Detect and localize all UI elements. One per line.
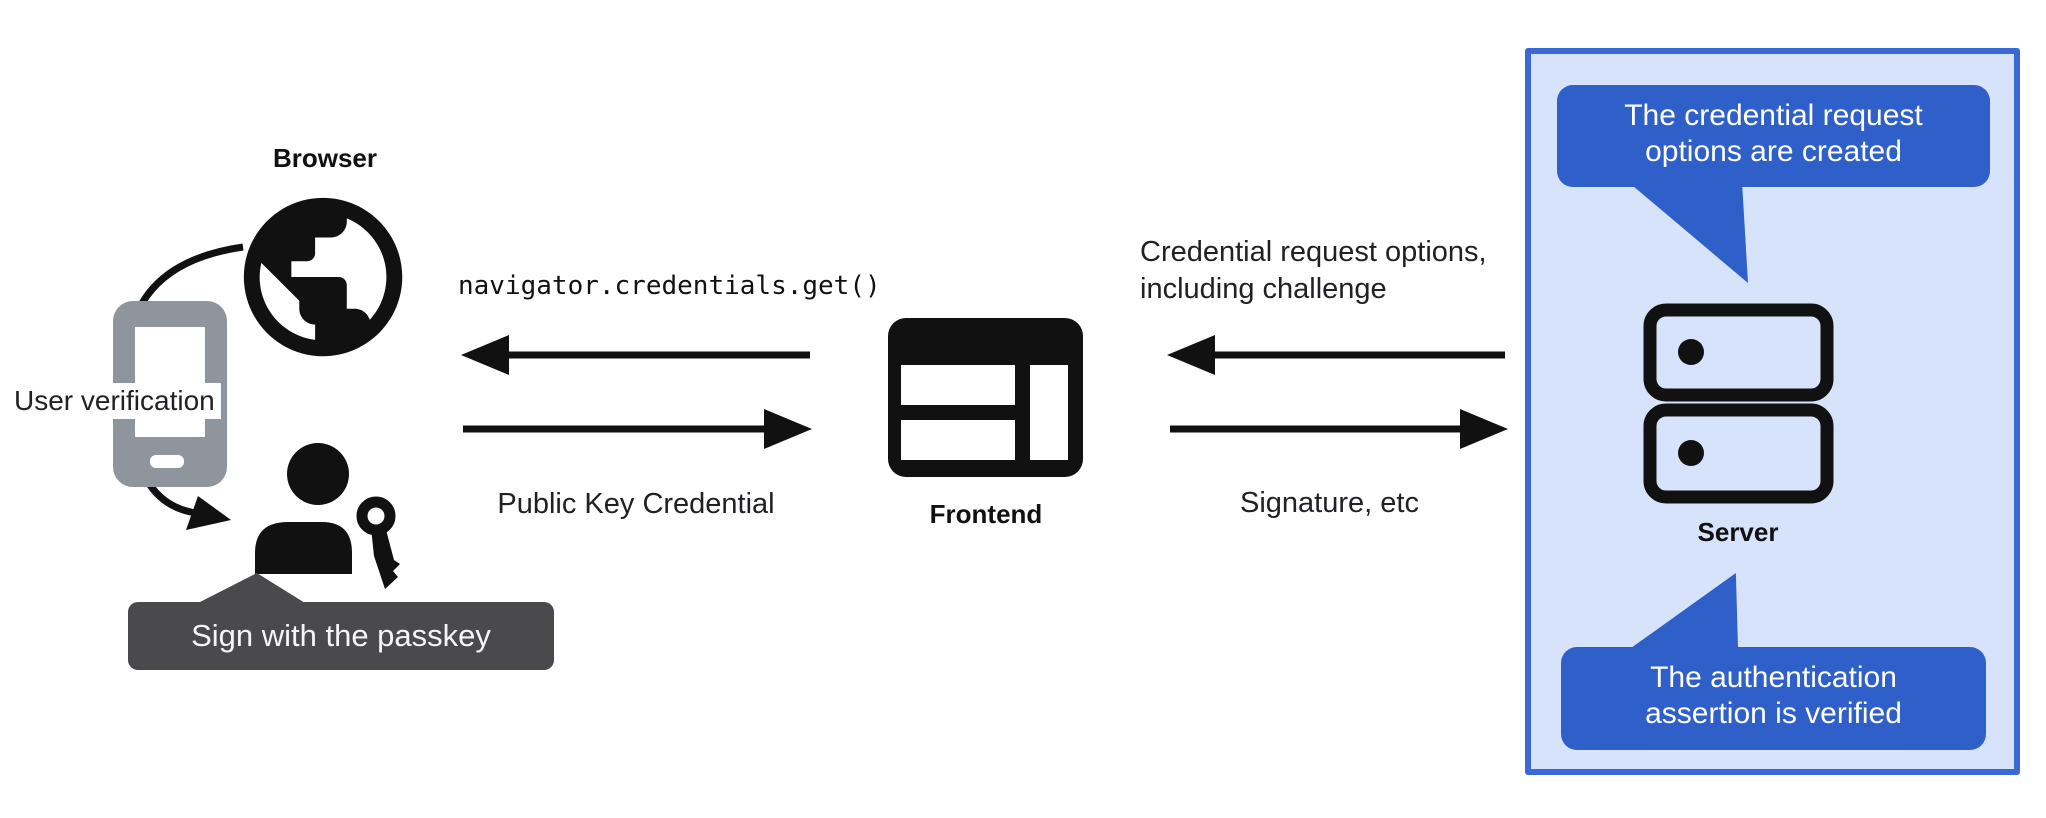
person-with-key-icon bbox=[255, 443, 400, 589]
arrow-frontend-to-browser bbox=[461, 335, 810, 375]
arrow-phone-to-user bbox=[129, 436, 231, 530]
user-verification-label: User verification bbox=[14, 383, 221, 419]
arrow-browser-to-phone bbox=[114, 243, 244, 370]
browser-window-icon bbox=[888, 318, 1083, 477]
credential-request-options-line2: including challenge bbox=[1140, 273, 1387, 305]
bubble-top-line2: options are created bbox=[1645, 135, 1902, 168]
credentials-get-code-label: navigator.credentials.get() bbox=[458, 271, 881, 301]
frontend-label: Frontend bbox=[929, 499, 1043, 529]
server-label: Server bbox=[1697, 517, 1779, 547]
arrow-server-to-frontend bbox=[1167, 335, 1505, 375]
bubble-assertion-verified: The authentication assertion is verified bbox=[1561, 647, 1986, 750]
credential-request-options-label: Credential request options, including ch… bbox=[1140, 234, 1487, 308]
bubble-bottom-line1: The authentication bbox=[1650, 661, 1897, 694]
bubble-bottom-line2: assertion is verified bbox=[1645, 697, 1902, 730]
bubble-credential-request-created: The credential request options are creat… bbox=[1557, 85, 1990, 187]
arrow-browser-to-frontend bbox=[463, 409, 812, 449]
bubble-top-line1: The credential request bbox=[1624, 99, 1923, 132]
public-key-credential-label: Public Key Credential bbox=[497, 488, 775, 520]
browser-label: Browser bbox=[272, 143, 378, 173]
globe-icon bbox=[243, 197, 403, 357]
passkey-tooltip: Sign with the passkey bbox=[128, 602, 554, 670]
passkey-tooltip-pointer bbox=[198, 573, 305, 603]
signature-label: Signature, etc bbox=[1240, 487, 1419, 519]
credential-request-options-line1: Credential request options, bbox=[1140, 236, 1487, 268]
arrow-frontend-to-server bbox=[1170, 409, 1508, 449]
